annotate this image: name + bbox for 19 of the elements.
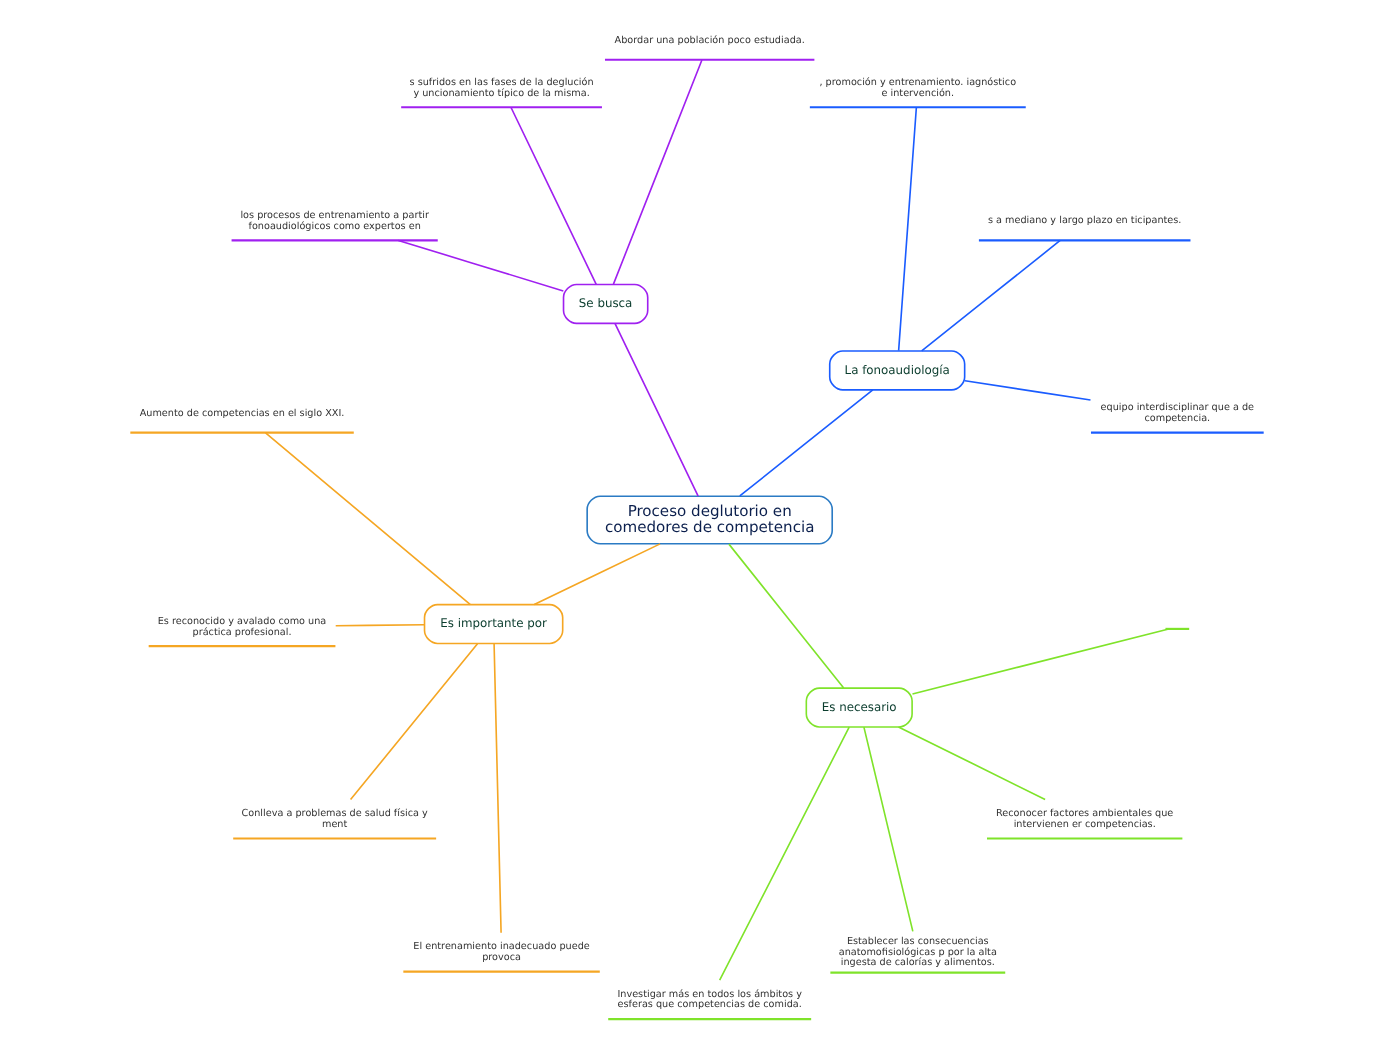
connector (727, 543, 844, 689)
connector (862, 726, 913, 933)
connector (611, 59, 702, 285)
connector (613, 322, 698, 497)
node-bar (1164, 627, 1189, 630)
connector (396, 239, 564, 292)
connector (492, 642, 501, 934)
connector (910, 628, 1169, 695)
connector (263, 432, 471, 606)
connector (348, 643, 478, 801)
connector (896, 726, 1045, 801)
connector (963, 380, 1091, 401)
connector (896, 106, 917, 352)
connector (738, 389, 873, 497)
connector (333, 624, 424, 627)
connector (919, 239, 1060, 352)
connector (532, 543, 660, 606)
connector (509, 106, 596, 286)
connector (717, 726, 849, 981)
